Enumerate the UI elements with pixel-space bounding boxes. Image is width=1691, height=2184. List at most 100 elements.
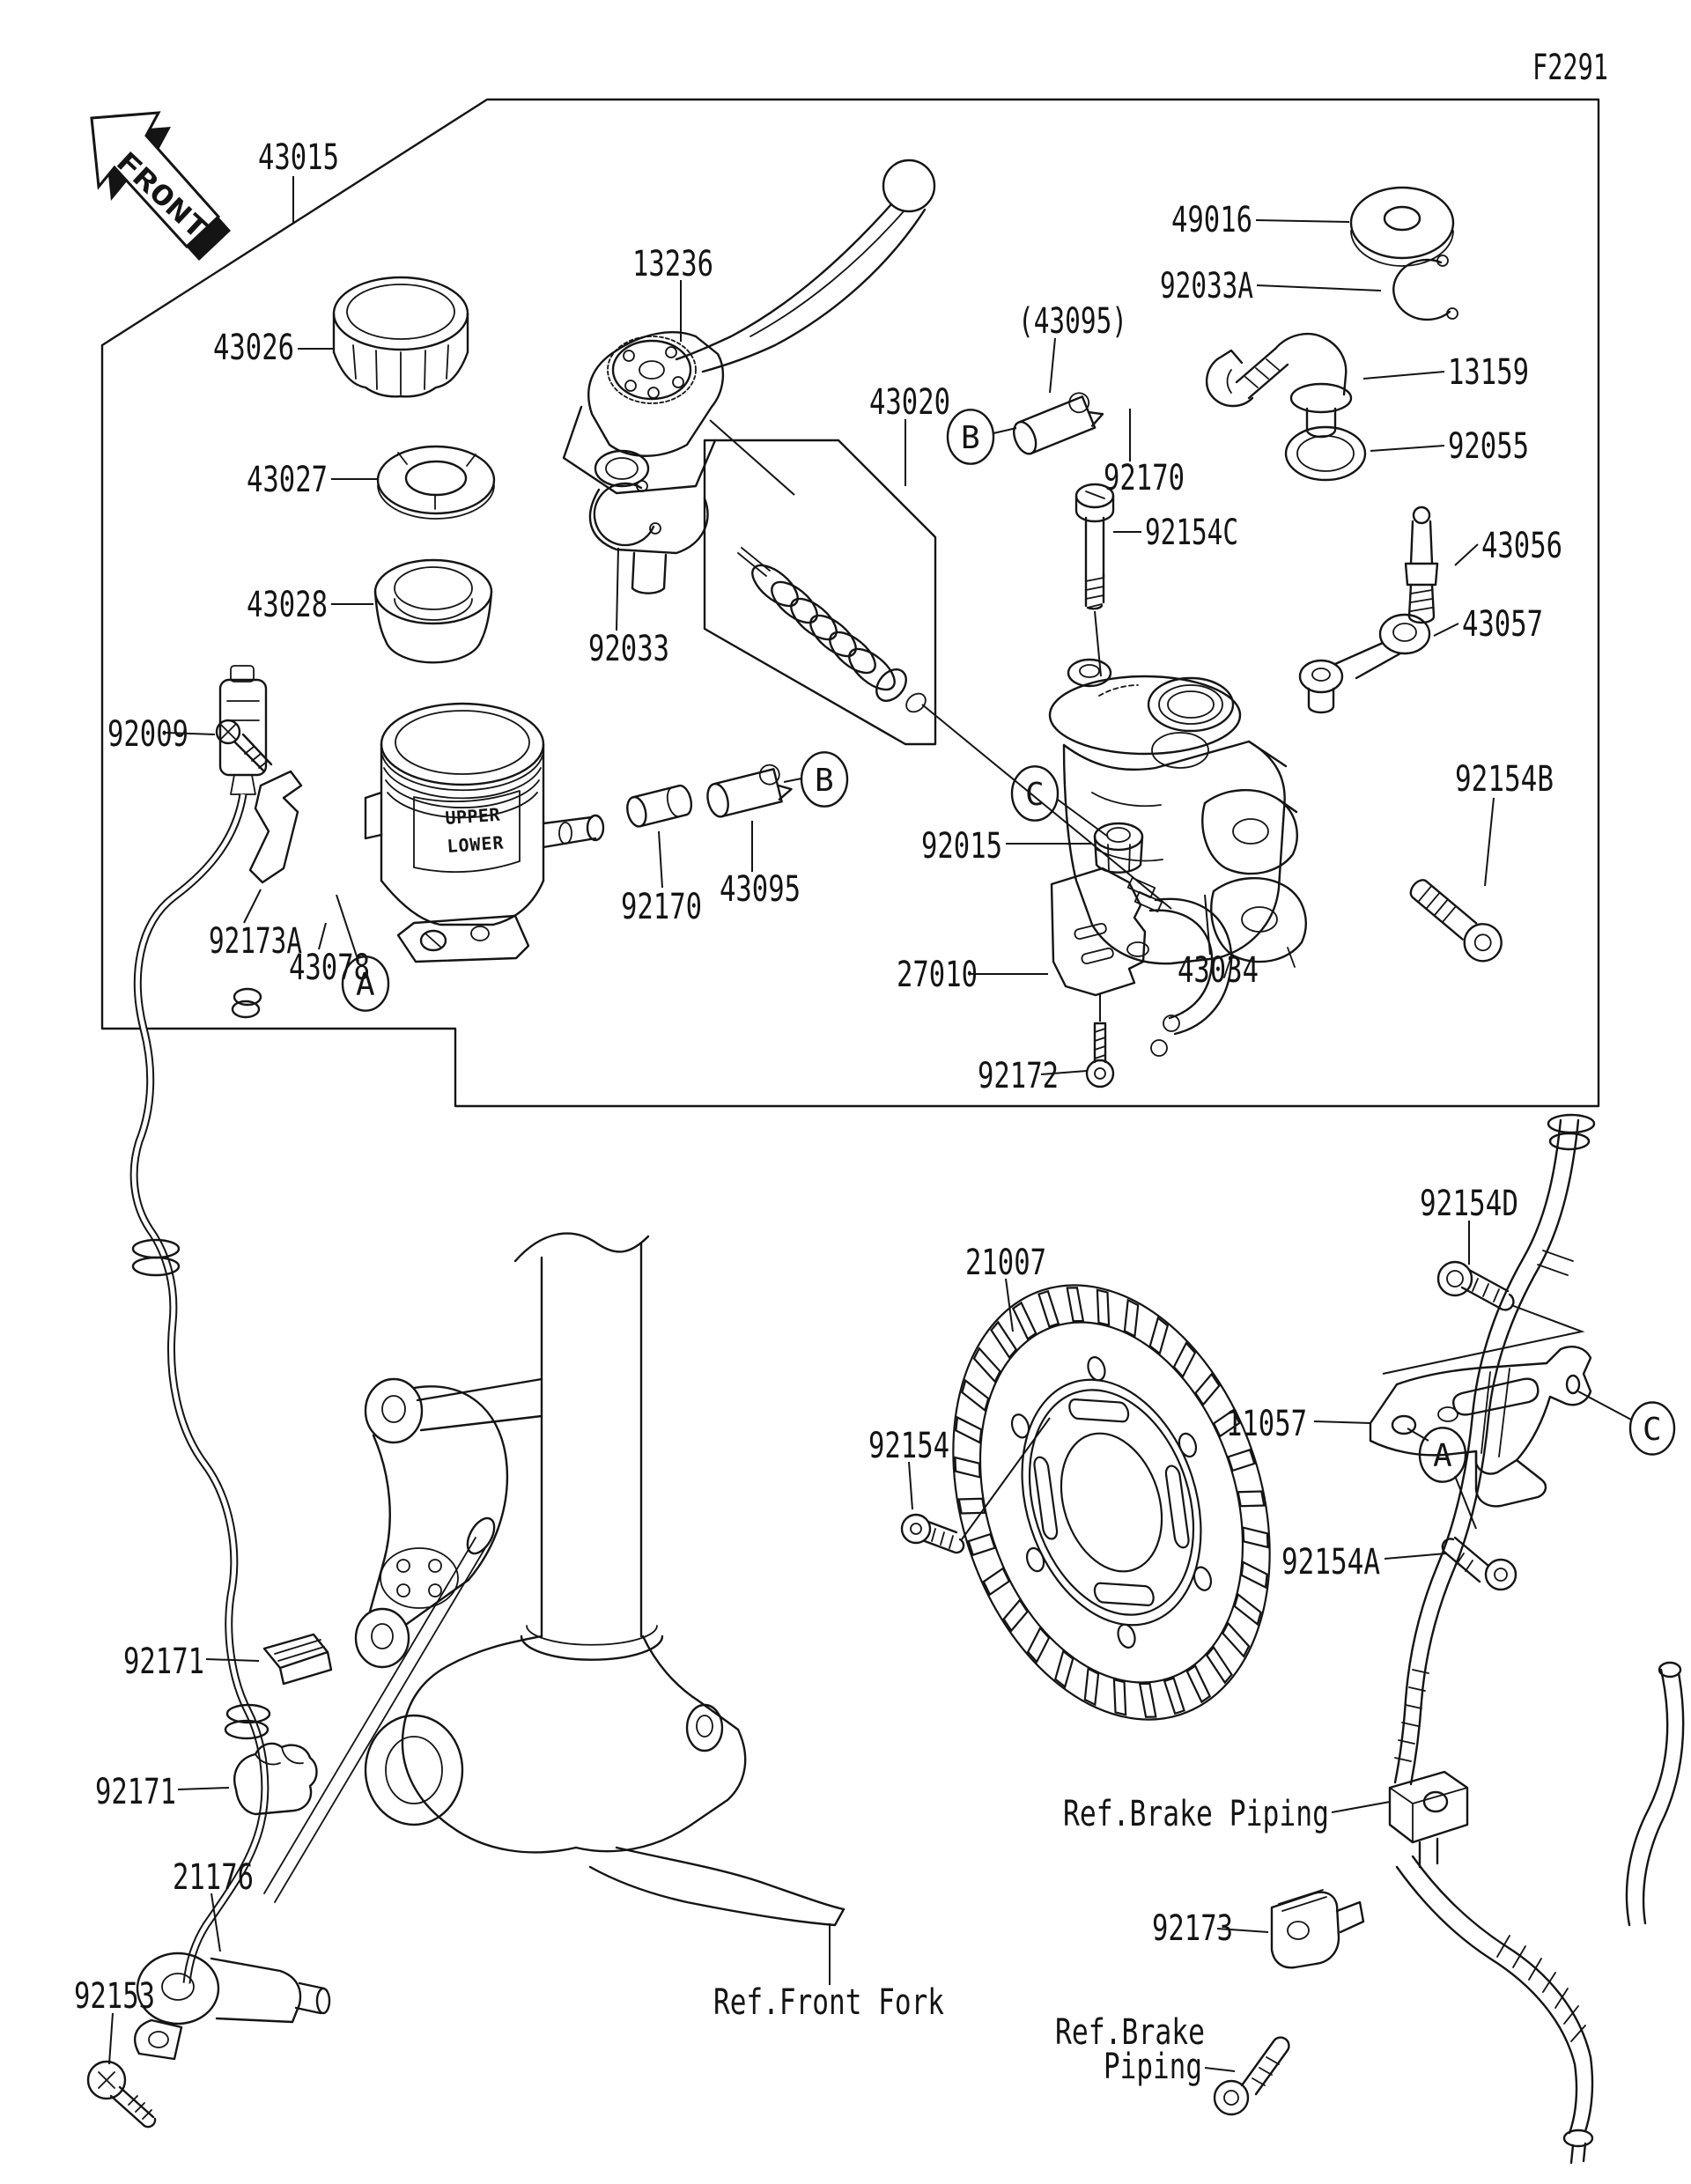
leader-line: [961, 1417, 1051, 1540]
part-label-43020: 43020: [869, 382, 950, 423]
marker-circle: [1628, 1401, 1676, 1456]
part-label-92154: 92154: [868, 1426, 949, 1466]
abs-sensor-21176-drawing: [134, 1952, 331, 2061]
leader-line: [1331, 1801, 1391, 1813]
figure-code: F2291: [1532, 48, 1608, 88]
callout-92171b: 92171: [95, 1772, 230, 1812]
callout-92170b: 92170: [621, 830, 702, 927]
leader-line: [165, 732, 216, 735]
part-label-21007: 21007: [965, 1243, 1046, 1283]
marker-circle: [1418, 1427, 1467, 1483]
callout-92033A: 92033A: [1160, 266, 1382, 306]
part-label-92033A: 92033A: [1160, 266, 1253, 306]
callout-92055: 92055: [1370, 426, 1529, 467]
part-label-92170b: 92170: [621, 887, 702, 927]
callout-ref_brake_b2: Piping: [1104, 2047, 1236, 2087]
leader-line: [908, 1461, 913, 1510]
part-label-92154D: 92154D: [1420, 1184, 1518, 1224]
part-label-92055: 92055: [1448, 426, 1529, 467]
leader-line: [993, 427, 1017, 434]
callout-92154B: 92154B: [1455, 759, 1554, 887]
bleeder-valve-43056-drawing: [1404, 505, 1439, 624]
clamp-92173-drawing: [1270, 1889, 1365, 1969]
outer-boundary-box: [100, 98, 1600, 1108]
bolt-92154B-drawing: [1409, 879, 1503, 963]
leader-line: [318, 922, 327, 950]
leader-line: [1362, 371, 1445, 380]
callout-43028: 43028: [247, 585, 373, 625]
leader-line: [243, 889, 262, 924]
part-label-92171a: 92171: [123, 1642, 204, 1682]
part-label-13159: 13159: [1448, 352, 1529, 393]
callout-13236: 13236: [632, 244, 713, 342]
leader-line: [1382, 1304, 1585, 1375]
part-label-21176: 21176: [173, 1857, 254, 1898]
part-label-ref_front_fork: Ref.Front Fork: [713, 1982, 944, 2023]
marker-letter-C: C: [1025, 777, 1045, 813]
part-label-92033: 92033: [588, 629, 669, 669]
part-label-43095p: (43095): [1018, 301, 1127, 342]
bolt-92153-drawing: [86, 2060, 157, 2129]
leader-line: [1313, 1420, 1371, 1424]
leader-line: [1577, 1391, 1632, 1420]
explosion-line: [709, 419, 795, 496]
callout-ref_brake_b1: Ref.Brake: [1055, 2012, 1205, 2053]
front-fork-drawing: [354, 1232, 846, 1927]
callout-ref_brake_piping_r: Ref.Brake Piping: [1063, 1794, 1391, 1834]
leader-line: [1005, 1278, 1014, 1332]
leader-line: [616, 547, 619, 631]
part-label-43015: 43015: [258, 137, 339, 178]
bolt-92154A-drawing: [1441, 1536, 1517, 1591]
callout-92172: 92172: [978, 1056, 1088, 1096]
callout-92154A: 92154A: [1281, 1542, 1447, 1583]
marker-B_bottom: B: [783, 751, 849, 808]
part-label-92173: 92173: [1152, 1908, 1233, 1949]
part-label-92154B: 92154B: [1455, 759, 1554, 800]
bolt-92154C-drawing: [1074, 483, 1115, 610]
part-label-27010: 27010: [897, 955, 978, 995]
clamp-92173A-drawing: [248, 770, 303, 884]
part-label-92172: 92172: [978, 1056, 1059, 1096]
part-label-43026: 43026: [213, 328, 294, 368]
part-label-92009: 92009: [107, 714, 188, 755]
circlip-92033-drawing: [593, 480, 661, 547]
marker-C_top: C: [1010, 765, 1109, 837]
callout-92154C: 92154C: [1113, 513, 1238, 553]
part-label-43027: 43027: [247, 460, 328, 500]
marker-letter-B: B: [815, 763, 834, 799]
callout-92033: 92033: [588, 547, 669, 669]
link-43057-drawing: [1298, 613, 1431, 714]
leader-line: [1204, 2067, 1236, 2072]
bracket-11057-drawing: [1369, 1346, 1592, 1508]
leader-line: [1049, 337, 1056, 394]
leader-line: [108, 2012, 114, 2065]
callout-92154D: 92154D: [1382, 1184, 1585, 1375]
callout-21007: 21007: [965, 1243, 1046, 1332]
brake-lever-drawing: [562, 159, 936, 594]
callout-21176: 21176: [173, 1857, 254, 1952]
callout-ref_front_fork: Ref.Front Fork: [713, 1923, 944, 2023]
part-label-92173A: 92173A: [209, 921, 302, 962]
reservoir-upper-marking: UPPER: [445, 804, 501, 829]
handlebar-clamp-43034-drawing: [1201, 789, 1307, 978]
marker-circle: [1010, 765, 1060, 822]
reservoir-cap-drawing: [332, 276, 469, 398]
diaphragm-cup-drawing: [373, 558, 493, 664]
callout-43026: 43026: [213, 328, 335, 368]
callout-11057: 11057: [1226, 1404, 1371, 1444]
oring-92055-drawing: [1284, 425, 1367, 482]
reservoir-lower-marking: LOWER: [447, 832, 505, 857]
leader-line: [177, 1787, 230, 1790]
explosion-line: [921, 704, 1172, 910]
part-label-92154C: 92154C: [1145, 513, 1238, 553]
part-label-92015: 92015: [921, 826, 1002, 867]
hose-joint-block-drawing: [1388, 1770, 1469, 1869]
part-label-92153: 92153: [74, 1976, 155, 2017]
callout-43056: 43056: [1454, 526, 1562, 566]
callout-43057: 43057: [1433, 604, 1543, 645]
bolt-92154-drawing: [900, 1513, 965, 1554]
leader-line: [1484, 797, 1495, 887]
callout-92170a: 92170: [1104, 409, 1185, 498]
marker-letter-A: A: [1433, 1438, 1452, 1474]
